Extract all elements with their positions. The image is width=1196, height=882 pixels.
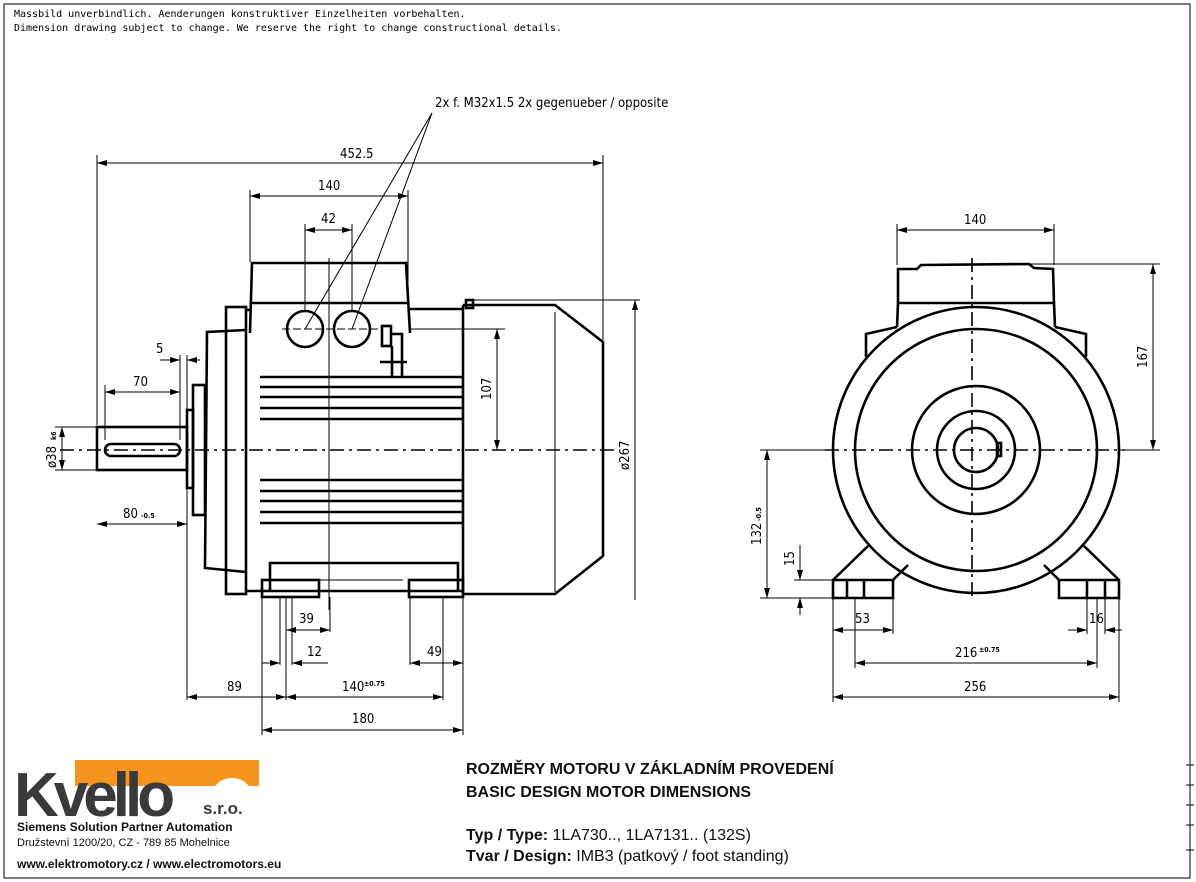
earth-lug	[380, 324, 393, 348]
motor-feet	[268, 561, 460, 591]
type-value: 1LA730.., 1LA7131.. (132S)	[552, 827, 751, 844]
dim-shaft-height-tol: -0.5	[755, 507, 763, 521]
company-tagline: Siemens Solution Partner Automation	[17, 820, 233, 834]
side-view: 2x f. M32x1.5 2x gegenueber / opposite 4…	[45, 96, 668, 735]
design-line: Tvar / Design: IMB3 (patkový / foot stan…	[466, 848, 789, 866]
logo-suffix: s.r.o.	[203, 799, 243, 818]
dim-b-140: 140	[342, 680, 364, 695]
dim-hole-dia: 16	[1089, 612, 1104, 627]
cooling-fins	[260, 375, 463, 525]
design-label: Tvar / Design:	[466, 848, 572, 865]
company-website[interactable]: www.elektromotory.cz / www.electromotors…	[17, 857, 282, 871]
dim-terminal-box-length: 140	[318, 179, 340, 194]
dim-fan-cover-dia: ø267	[618, 441, 633, 470]
design-value: IMB3 (patkový / foot standing)	[576, 848, 789, 865]
end-view: 140 167 132 -0.5 15 53 16 216 ±0.75 256	[750, 213, 1160, 702]
callout-leader-1	[304, 112, 433, 330]
dim-a-216: 216	[955, 646, 977, 661]
fan-cover	[463, 303, 605, 596]
dim-overall-width: 256	[964, 680, 986, 695]
dim-box-height: 167	[1136, 346, 1151, 368]
dim-terminal-box-width: 140	[964, 213, 986, 228]
housing-outer	[831, 305, 1121, 595]
terminal-box	[248, 261, 412, 334]
frame-ticks	[1186, 764, 1194, 851]
dim-shaft-dia: ø38	[45, 446, 60, 468]
company-logo: Kvello s.r.o.	[14, 760, 259, 830]
dim-b-140-tol: ±0.75	[364, 680, 385, 688]
dim-a-216-tol: ±0.75	[979, 646, 1000, 654]
terminal-box-end	[895, 301, 1057, 328]
type-line: Typ / Type: 1LA730.., 1LA7131.. (132S)	[466, 827, 751, 845]
dim-foot-12: 12	[307, 645, 322, 660]
disclaimer-de: Massbild unverbindlich. Aenderungen kons…	[14, 9, 466, 20]
flange-plate	[224, 305, 248, 596]
title-cz: ROZMĚRY MOTORU V ZÁKLADNÍM PROVEDENÍ	[466, 761, 834, 778]
gland-callout: 2x f. M32x1.5 2x gegenueber / opposite	[435, 96, 668, 111]
dim-shaft-length-tol: -0.5	[141, 512, 155, 520]
keyway	[103, 442, 182, 458]
type-label: Typ / Type:	[466, 827, 549, 844]
dim-foot-39: 39	[299, 612, 314, 627]
foot-left	[831, 545, 909, 600]
dim-foot-thickness: 15	[783, 551, 798, 566]
disclaimer-en: Dimension drawing subject to change. We …	[14, 23, 562, 34]
logo-wordmark: Kvello	[14, 761, 173, 830]
dim-shaft-length: 80	[123, 507, 138, 522]
dim-foot-49: 49	[427, 645, 442, 660]
dim-shaft-height: 132	[750, 523, 765, 545]
sheet-frame	[3, 3, 1191, 879]
dim-gland-height: 107	[480, 378, 495, 400]
dim-shaft-dia-tol: k6	[50, 431, 58, 440]
dim-c-89: 89	[227, 680, 242, 695]
foot-right	[1043, 545, 1121, 600]
shaft	[95, 425, 189, 472]
company-address: Družstevní 1200/20, CZ - 789 85 Mohelnic…	[17, 837, 230, 849]
dim-overall-length: 452.5	[340, 147, 373, 162]
dim-foot-width: 53	[855, 612, 870, 627]
dim-shoulder: 5	[156, 342, 163, 357]
dim-key-length: 70	[133, 375, 148, 390]
callout-leader-2	[351, 112, 433, 330]
title-en: BASIC DESIGN MOTOR DIMENSIONS	[466, 784, 752, 801]
dim-gland-spacing: 42	[321, 212, 336, 227]
dim-foot-length: 180	[352, 712, 374, 727]
